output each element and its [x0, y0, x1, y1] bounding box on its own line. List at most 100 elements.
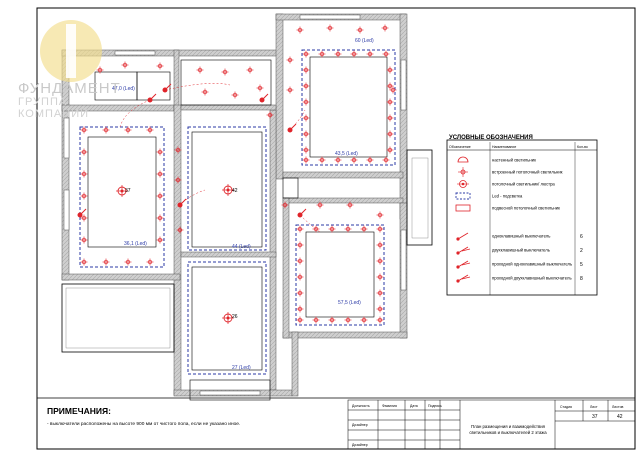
sheet-frame — [36, 7, 636, 450]
room3-lamp: 26 — [232, 314, 238, 320]
spot-light-icon — [389, 86, 397, 94]
legend-col-symbol: Обозначение — [449, 145, 471, 149]
tb-row-designer-2: Дизайнер — [352, 443, 368, 447]
spot-light-icon — [360, 225, 368, 233]
spot-light-icon — [156, 148, 164, 156]
spot-light-icon — [382, 50, 390, 58]
tb-row-designer-1: Дизайнер — [352, 423, 368, 427]
spot-light-icon — [256, 84, 264, 92]
spot-light-icon — [296, 289, 304, 297]
spot-light-icon — [386, 66, 394, 74]
spot-light-icon — [124, 126, 132, 134]
room6-area: 47,0 (Led) — [112, 86, 135, 92]
spot-light-icon — [296, 305, 304, 313]
tb-sheet-label: Лист — [590, 405, 598, 409]
small-rooms — [94, 59, 299, 199]
spot-light-icon — [296, 257, 304, 265]
legend-symbol-icon — [458, 167, 468, 177]
tb-label-sign: Подпись — [428, 404, 442, 408]
tb-label-name: Фамилия — [382, 404, 397, 408]
spot-light-icon — [344, 225, 352, 233]
spot-light-icon — [231, 91, 239, 99]
spot-light-icon — [156, 192, 164, 200]
spot-light-icon — [296, 241, 304, 249]
spot-light-icon — [156, 62, 164, 70]
spot-light-icon — [334, 156, 342, 164]
legend-title: УСЛОВНЫЕ ОБОЗНАЧЕНИЯ — [449, 135, 533, 141]
legend-row: Led - подсветка — [455, 192, 523, 200]
spot-light-icon — [174, 146, 182, 154]
room1-area: 36,1 (Led) — [124, 241, 147, 247]
spot-light-icon — [376, 225, 384, 233]
spot-light-icon — [286, 86, 294, 94]
spot-light-icon — [366, 50, 374, 58]
spot-light-icon — [376, 241, 384, 249]
spot-light-icon — [146, 258, 154, 266]
spot-light-icon — [80, 214, 88, 222]
tb-label-position: Должность — [352, 404, 370, 408]
windows — [63, 14, 407, 396]
spot-light-icon — [386, 98, 394, 106]
legend-row-name: одноклавишный выключатель — [492, 234, 551, 239]
legend-table: настенный светильник встроенный потолочны… — [446, 139, 598, 296]
wiring — [119, 83, 321, 233]
spot-light-icon — [326, 24, 334, 32]
legend-row-qty: 8 — [580, 276, 583, 282]
spot-light-icon — [296, 26, 304, 34]
tb-stage-label: Стадия — [560, 405, 572, 409]
spot-light-icon — [281, 201, 289, 209]
spot-light-icon — [80, 192, 88, 200]
spot-light-icon — [302, 156, 310, 164]
ceiling-lamp-icon — [116, 185, 128, 197]
spot-light-icon — [344, 316, 352, 324]
spot-light-icon — [296, 273, 304, 281]
legend-symbol-icon — [456, 260, 471, 269]
logo-brand: ФУНДАМЕНТ — [18, 80, 121, 97]
spot-light-icon — [386, 146, 394, 154]
legend-row-name: настенный светильник — [492, 158, 536, 163]
legend-col-name: Наименование — [492, 145, 516, 149]
legend-row-name: Led - подсветка — [492, 194, 523, 199]
spot-light-icon — [174, 176, 182, 184]
legend-row-name: потолочный светильник/ люстра — [492, 182, 555, 187]
room3-area: 27 (Led) — [232, 365, 251, 371]
legend-row-name: двухклавишный выключатель — [492, 248, 551, 253]
inner-ceilings — [87, 56, 388, 371]
spot-light-icon — [328, 316, 336, 324]
spot-light-icon — [302, 146, 310, 154]
spot-light-icon — [156, 170, 164, 178]
legend-row: потолочный светильник/ люстра — [457, 180, 555, 188]
ceiling-lamp-icon — [222, 184, 234, 196]
spot-light-icon — [246, 66, 254, 74]
tb-description: План размещения и взаимодействия светиль… — [469, 424, 547, 435]
logo-sub: ГРУППА КОМПАНИЙ — [18, 96, 90, 120]
legend-row-name: подвесной потолочный светильник — [492, 206, 560, 211]
legend-row-qty: 5 — [580, 262, 583, 268]
spot-light-icon — [124, 258, 132, 266]
legend-symbol-icon — [457, 180, 469, 188]
spot-light-icon — [221, 68, 229, 76]
legend-row: встроенный потолочный светильник — [458, 167, 563, 177]
ceiling-lamp-icon — [222, 312, 234, 324]
spot-light-icon — [328, 225, 336, 233]
spot-light-icon — [121, 61, 129, 69]
spot-light-icon — [376, 211, 384, 219]
logo-mark-stem — [66, 24, 76, 78]
room2-area: 44 (Led) — [232, 244, 251, 250]
spot-light-icon — [350, 50, 358, 58]
legend-row-name: проходной одноклавишный выключатель — [492, 262, 573, 267]
legend-symbol-icon — [456, 232, 469, 241]
legend-symbol-icon — [455, 192, 471, 200]
spot-light-icon — [386, 82, 394, 90]
spot-light-icon — [350, 156, 358, 164]
room-tag: 60 (Led) — [355, 38, 374, 44]
room5-area: 57,5 (Led) — [338, 300, 361, 306]
spot-light-icon — [302, 50, 310, 58]
notes-title: ПРИМЕЧАНИЯ: — [47, 406, 111, 416]
legend-symbol-icon — [456, 246, 471, 255]
spot-light-icon — [302, 130, 310, 138]
spot-light-icon — [376, 316, 384, 324]
spot-light-icon — [80, 148, 88, 156]
